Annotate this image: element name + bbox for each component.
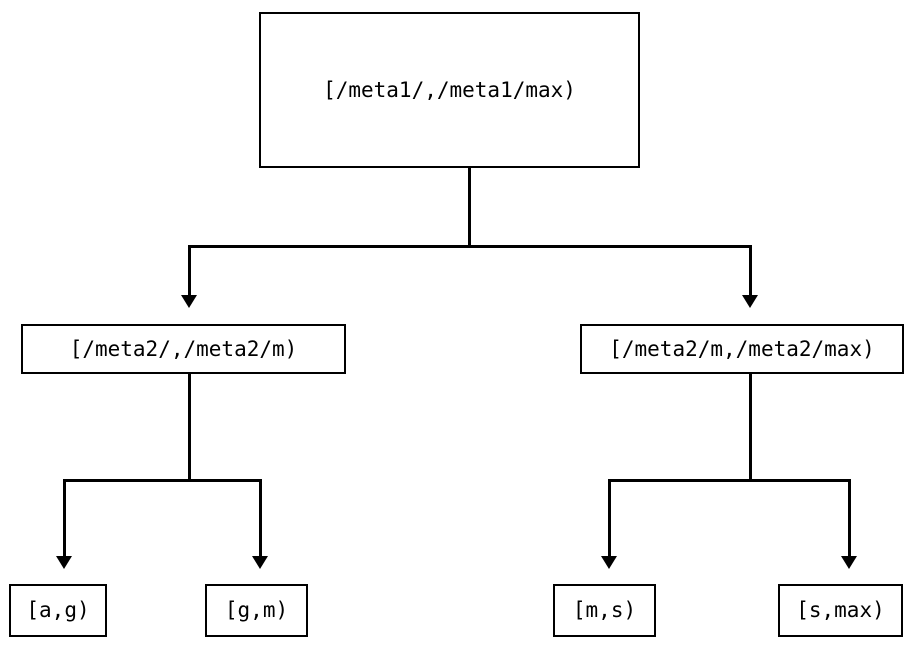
node-leaf-4[interactable]: [s,max) xyxy=(778,584,903,637)
arrowhead-to-mid-left-icon xyxy=(181,295,197,308)
node-leaf-4-label: [s,max) xyxy=(796,598,885,622)
arrowhead-to-mid-right-icon xyxy=(742,295,758,308)
node-leaf-1-label: [a,g) xyxy=(26,598,90,622)
edge-mid-right-to-leaf-4 xyxy=(848,479,851,557)
node-mid-right[interactable]: [/meta2/m,/meta2/max) xyxy=(580,324,904,374)
node-mid-left[interactable]: [/meta2/,/meta2/m) xyxy=(21,324,346,374)
node-root-label: [/meta1/,/meta1/max) xyxy=(323,77,576,102)
node-mid-left-label: [/meta2/,/meta2/m) xyxy=(69,336,298,361)
edge-root-stem xyxy=(468,168,471,247)
arrowhead-to-leaf-3-icon xyxy=(601,556,617,569)
arrowhead-to-leaf-2-icon xyxy=(252,556,268,569)
edge-mid-right-horizontal-bar xyxy=(608,479,851,482)
edge-root-to-mid-right xyxy=(749,245,752,297)
edge-mid-right-stem xyxy=(749,374,752,481)
node-leaf-2[interactable]: [g,m) xyxy=(205,584,308,637)
edge-root-to-mid-left xyxy=(188,245,191,297)
edge-mid-left-horizontal-bar xyxy=(63,479,261,482)
edge-root-horizontal-bar xyxy=(188,245,751,248)
node-leaf-3-label: [m,s) xyxy=(572,598,637,622)
node-mid-right-label: [/meta2/m,/meta2/max) xyxy=(609,336,875,361)
edge-mid-left-to-leaf-1 xyxy=(63,479,66,557)
node-leaf-1[interactable]: [a,g) xyxy=(9,584,107,637)
edge-mid-left-stem xyxy=(188,374,191,481)
arrowhead-to-leaf-1-icon xyxy=(56,556,72,569)
node-leaf-3[interactable]: [m,s) xyxy=(553,584,656,637)
edge-mid-right-to-leaf-3 xyxy=(608,479,611,557)
edge-mid-left-to-leaf-2 xyxy=(259,479,262,557)
arrowhead-to-leaf-4-icon xyxy=(841,556,857,569)
node-root[interactable]: [/meta1/,/meta1/max) xyxy=(259,12,640,168)
node-leaf-2-label: [g,m) xyxy=(224,598,289,622)
